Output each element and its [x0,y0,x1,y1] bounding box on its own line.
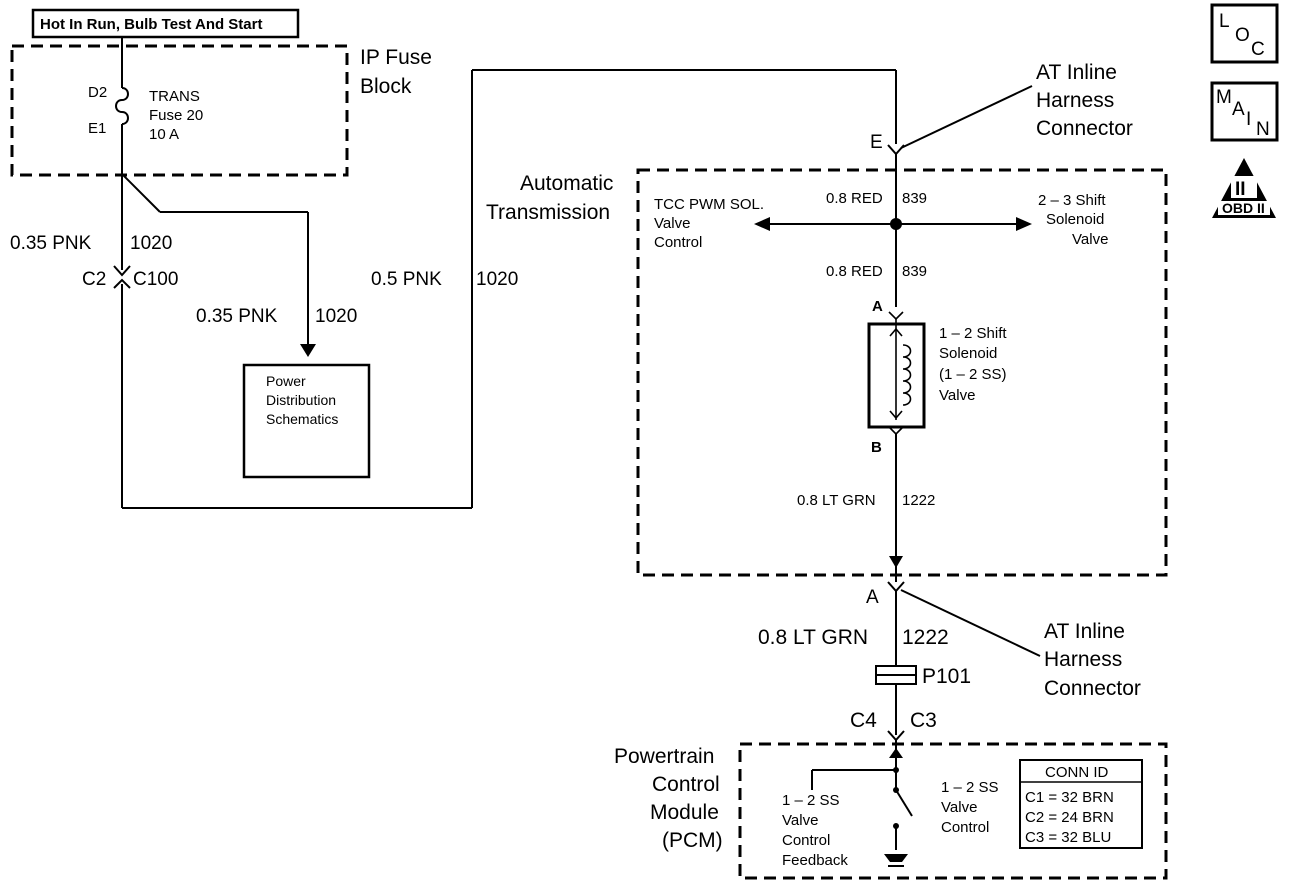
connector-a-bottom: A [866,587,879,608]
grn-inner-wire-circuit: 1222 [902,492,935,509]
fuse-out-wire-size: 0.35 PNK [10,233,92,254]
connector-e: E [870,132,883,153]
at-inline-top-line2: Harness [1036,89,1114,112]
connector-c2: C2 [82,269,106,290]
at-inline-bottom-line1: AT Inline [1044,620,1125,643]
pcm-switch-icon [895,789,913,817]
connector-e-icon [887,144,905,156]
obd-label: OBD II [1222,200,1265,216]
feedback-label-line1: 1 – 2 SS [782,792,840,809]
conn-id-title: CONN ID [1045,764,1109,781]
main-badge[interactable]: M A I N [1210,81,1279,142]
red-top-wire-size: 0.8 RED [826,190,883,207]
shift12-label-line3: (1 – 2 SS) [939,366,1007,383]
ip-fuse-block-boundary [10,44,349,177]
c100-connector-icon [113,265,131,289]
pcm-label-line2: Control [652,773,720,796]
tcc-label-line3: Control [654,234,702,251]
fuse-icon [115,87,129,125]
automatic-transmission-line1: Automatic [520,172,613,195]
loc-letter-c: C [1251,39,1265,60]
connector-c4: C4 [850,709,877,732]
conn-id-row: C2 = 24 BRN [1025,809,1114,826]
solenoid-coil-icon [902,344,912,406]
solenoid-terminal-a-icon [888,311,904,321]
power-distribution-line2: Distribution [266,392,336,408]
obd-ii-badge[interactable]: II OBD II [1212,158,1276,218]
red-top-wire-circuit: 839 [902,190,927,207]
power-distribution-line1: Power [266,373,306,389]
shift23-label-line3: Valve [1072,231,1108,248]
fuse-terminal-d2: D2 [88,84,107,101]
power-source-box [31,8,300,39]
ip-fuse-block-title-2: Block [360,75,412,98]
power-source-label: Hot In Run, Bulb Test And Start [40,16,262,33]
loc-letter-o: O [1235,25,1250,46]
automatic-transmission-line2: Transmission [486,201,610,224]
conn-id-row: C1 = 32 BRN [1025,789,1114,806]
shift23-label-line1: 2 – 3 Shift [1038,192,1106,209]
pcm-boundary [738,742,1168,880]
control-label-line3: Control [941,819,989,836]
fuse-out-wire-circuit: 1020 [130,233,172,254]
feedback-label-line4: Feedback [782,852,848,869]
solenoid-terminal-b: B [871,439,882,456]
shift12-label-line2: Solenoid [939,345,997,362]
at-inline-top-line1: AT Inline [1036,61,1117,84]
branch-wire-circuit: 1020 [315,306,357,327]
at-inline-bottom-line2: Harness [1044,648,1122,671]
automatic-transmission-boundary [636,168,1168,577]
fuse-rating: 10 A [149,126,179,143]
shift23-arrow-icon [1016,217,1032,231]
main-letter-a: A [1232,99,1245,120]
grn-inner-wire-size: 0.8 LT GRN [797,492,876,509]
grn-outer-wire-circuit: 1222 [902,626,949,649]
pcm-input-arrow-icon [889,748,903,758]
main-letter-i: I [1246,109,1251,130]
main-letter-m: M [1216,87,1232,108]
conn-id-table [1019,759,1143,849]
control-label-line2: Valve [941,799,977,816]
ground-icon [884,854,908,867]
riser-wire-size: 0.5 PNK [371,269,442,290]
shift23-label-line2: Solenoid [1046,211,1104,228]
power-distribution-line3: Schematics [266,411,338,427]
fuse-name: TRANS [149,88,200,105]
connector-c3: C3 [910,709,937,732]
branch-arrow-icon [300,344,316,357]
loc-badge[interactable]: L O C [1210,3,1279,64]
fuse-number: Fuse 20 [149,107,203,124]
fuse-terminal-e1: E1 [88,120,106,137]
tcc-arrow-icon [754,217,770,231]
pcm-label-line1: Powertrain [614,745,714,768]
solenoid-terminal-a: A [872,298,883,315]
riser-wire-circuit: 1020 [476,269,518,290]
inner-arrow-icon [889,556,903,568]
branch-wire-size: 0.35 PNK [196,306,278,327]
shift12-label-line4: Valve [939,387,975,404]
at-inline-bottom-line3: Connector [1044,677,1141,700]
tcc-label-line1: TCC PWM SOL. [654,196,764,213]
red-mid-wire-size: 0.8 RED [826,263,883,280]
conn-id-row: C3 = 32 BLU [1025,829,1111,846]
loc-letter-l: L [1219,11,1230,32]
pcm-label-line3: Module [650,801,719,824]
obd-numeral: II [1235,179,1246,200]
main-letter-n: N [1256,119,1270,140]
grn-outer-wire-size: 0.8 LT GRN [758,626,868,649]
feedback-label-line3: Control [782,832,830,849]
power-distribution-box[interactable] [242,363,371,479]
at-inline-top-line3: Connector [1036,117,1133,140]
red-mid-wire-circuit: 839 [902,263,927,280]
tcc-label-line2: Valve [654,215,690,232]
control-label-line1: 1 – 2 SS [941,779,999,796]
shift12-label-line1: 1 – 2 Shift [939,325,1007,342]
connector-p101: P101 [922,665,971,688]
ip-fuse-block-title-1: IP Fuse [360,46,432,69]
connector-c100: C100 [133,269,178,290]
feedback-label-line2: Valve [782,812,818,829]
pcm-label-line4: (PCM) [662,829,723,852]
